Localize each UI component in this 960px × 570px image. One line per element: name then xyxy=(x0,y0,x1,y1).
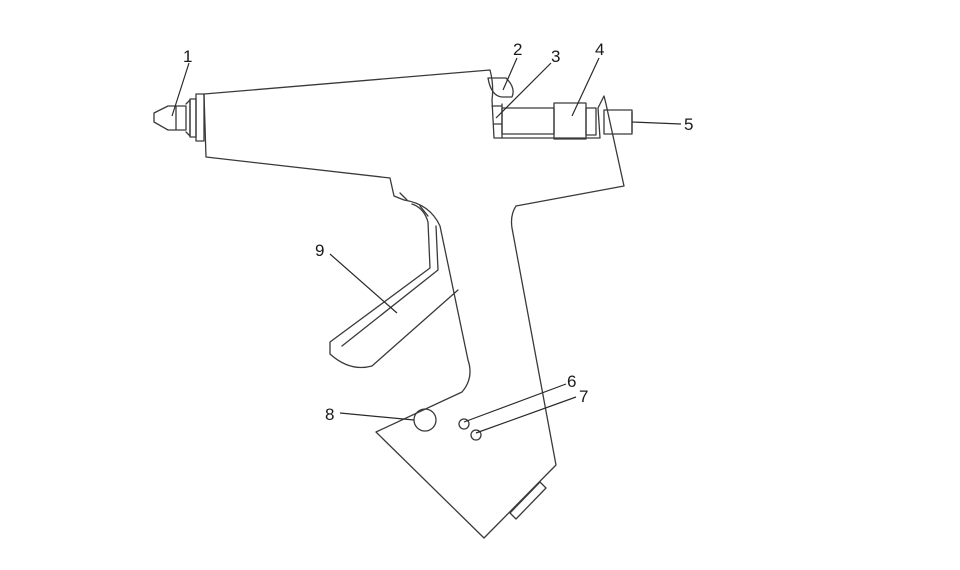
hanging-loop xyxy=(487,77,514,98)
callout-labels: 1 2 3 4 5 6 7 8 9 xyxy=(183,40,693,424)
callout-7: 7 xyxy=(579,387,588,406)
indicator-light-6 xyxy=(458,418,470,430)
callout-8: 8 xyxy=(325,405,334,424)
switch-button xyxy=(413,408,437,432)
leader-lines xyxy=(171,57,682,434)
callout-1: 1 xyxy=(183,47,192,66)
gun-body xyxy=(203,69,625,539)
callout-5: 5 xyxy=(684,115,693,134)
callout-9: 9 xyxy=(315,241,324,260)
nozzle xyxy=(153,93,205,142)
callout-4: 4 xyxy=(595,40,604,59)
callout-3: 3 xyxy=(551,47,560,66)
stand-tab xyxy=(509,481,547,520)
trigger xyxy=(329,203,459,369)
indicator-light-7 xyxy=(470,429,482,441)
callout-2: 2 xyxy=(513,40,522,59)
feed-sleeve xyxy=(553,102,587,140)
feed-assembly xyxy=(491,102,597,140)
callout-6: 6 xyxy=(567,372,576,391)
